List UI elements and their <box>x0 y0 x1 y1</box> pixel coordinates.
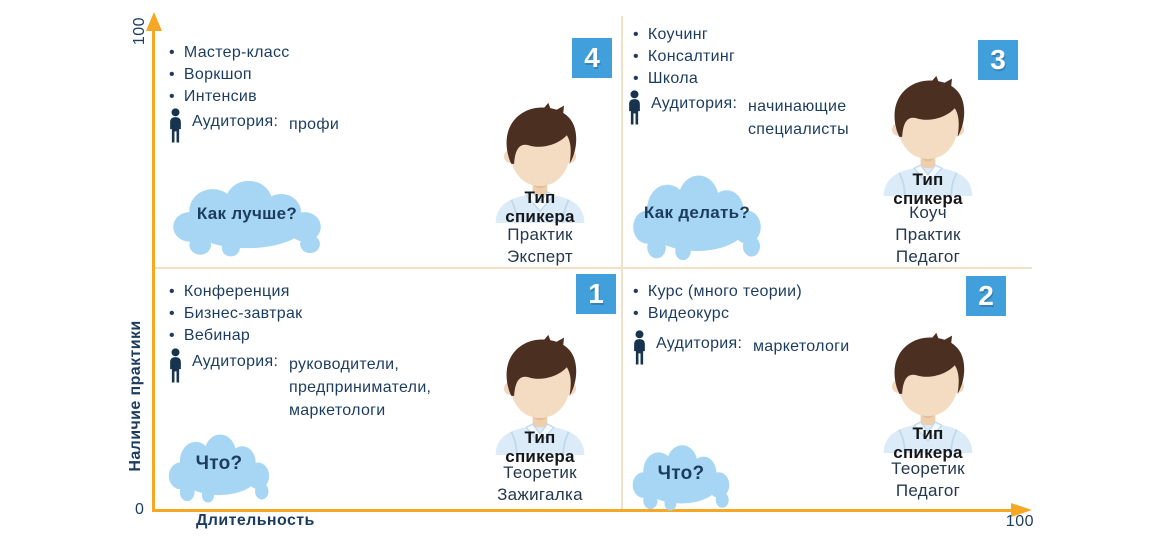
audience-values: руководители, предприниматели, маркетологи <box>289 353 431 422</box>
quadrant-number-badge: 2 <box>966 276 1006 316</box>
person-icon <box>170 348 181 383</box>
thought-cloud: Что? <box>628 441 734 512</box>
format-item: Вебинар <box>169 325 302 347</box>
speaker-type-label: Тип спикера <box>505 188 575 226</box>
x-axis-max-label: 100 <box>1005 513 1034 530</box>
quadrant-divider-horizontal <box>154 267 1032 269</box>
format-list: КоучингКонсалтингШкола <box>633 24 735 90</box>
format-text: Консалтинг <box>647 48 736 65</box>
audience-value: руководители, <box>289 356 400 373</box>
speaker-type: Теоретик <box>503 463 577 482</box>
audience-value: специалисты <box>748 121 849 138</box>
person-icon <box>629 90 640 125</box>
speaker-type: Теоретик <box>891 459 965 478</box>
x-axis-arrow-icon <box>1011 503 1032 517</box>
format-text: Мастер-класс <box>183 44 290 61</box>
person-icon <box>634 330 645 365</box>
format-text: Коучинг <box>647 26 708 43</box>
audience-value: предприниматели, <box>289 379 432 396</box>
audience-value: начинающие <box>748 98 847 115</box>
y-axis-arrow-icon <box>146 12 162 31</box>
format-text: Воркшоп <box>183 66 252 83</box>
format-item: Школа <box>633 68 735 90</box>
audience-label: Аудитория: <box>192 113 279 130</box>
y-axis-max-label: 100 <box>131 16 148 46</box>
format-text: Интенсив <box>183 88 257 105</box>
format-item: Интенсив <box>169 86 290 108</box>
format-list: Курс (много теории) Видеокурс <box>633 281 802 325</box>
audience-value: маркетологи <box>289 402 386 419</box>
format-item: Воркшоп <box>169 64 290 86</box>
format-item: Видеокурс <box>633 303 802 325</box>
format-text: Конференция <box>183 283 290 300</box>
format-text: Вебинар <box>183 327 251 344</box>
format-text: Видеокурс <box>647 305 730 322</box>
thought-cloud: Что? <box>164 430 274 504</box>
quadrant-number-badge: 3 <box>978 40 1018 80</box>
speaker-type: Практик <box>895 225 961 244</box>
audience-block: Аудитория: маркетологи <box>630 330 850 368</box>
thought-cloud: Как лучше? <box>166 176 328 258</box>
quadrant-divider-vertical <box>621 16 623 510</box>
speaker-type: Практик <box>507 225 573 244</box>
thought-cloud: Как делать? <box>627 170 767 262</box>
y-axis-title: Наличие практики <box>127 320 144 472</box>
format-text: Бизнес-завтрак <box>183 305 303 322</box>
quadrant-number-badge: 1 <box>576 274 616 314</box>
speaker-type-label: Тип спикера <box>893 424 963 462</box>
format-item: Курс (много теории) <box>633 281 802 303</box>
cloud-question: Как лучше? <box>196 204 298 223</box>
x-axis-title: Длительность <box>196 512 315 529</box>
audience-values: начинающие специалисты <box>748 95 849 141</box>
audience-label: Аудитория: <box>656 335 743 352</box>
audience-label: Аудитория: <box>192 353 279 370</box>
quadrant-number-badge: 4 <box>572 38 612 78</box>
speaker-type-label: Тип спикера <box>505 428 575 466</box>
speaker-type: Зажигалка <box>497 485 583 504</box>
cloud-question: Как делать? <box>643 203 751 222</box>
format-text: Школа <box>647 70 699 87</box>
format-item: Мастер-класс <box>169 42 290 64</box>
speaker-type: Педагог <box>895 481 961 500</box>
audience-label: Аудитория: <box>651 95 738 112</box>
audience-block: Аудитория: начинающие специалисты <box>625 90 849 141</box>
audience-value: маркетологи <box>753 338 850 355</box>
y-axis-line <box>152 28 155 511</box>
speaker-type: Коуч <box>909 203 947 222</box>
speaker-type: Эксперт <box>507 247 573 266</box>
audience-values: маркетологи <box>753 335 850 358</box>
format-list: Мастер-классВоркшопИнтенсив <box>169 42 290 108</box>
audience-values: профи <box>289 113 339 136</box>
audience-block: Аудитория: руководители, предприниматели,… <box>166 348 431 422</box>
audience-block: Аудитория: профи <box>166 108 339 146</box>
audience-value: профи <box>289 116 340 133</box>
speaker-type-label: Тип спикера <box>893 170 963 208</box>
format-item: Коучинг <box>633 24 735 46</box>
format-item: Бизнес-завтрак <box>169 303 302 325</box>
x-axis-line <box>152 509 1012 512</box>
person-icon <box>170 108 181 143</box>
format-item: Консалтинг <box>633 46 735 68</box>
format-item: Конференция <box>169 281 302 303</box>
speaker-type: Педагог <box>895 247 961 266</box>
cloud-question: Что? <box>195 453 243 474</box>
cloud-question: Что? <box>657 462 705 484</box>
format-text: Курс (много теории) <box>647 283 803 300</box>
format-list: КонференцияБизнес-завтракВебинар <box>169 281 302 347</box>
origin-label: 0 <box>135 501 145 518</box>
